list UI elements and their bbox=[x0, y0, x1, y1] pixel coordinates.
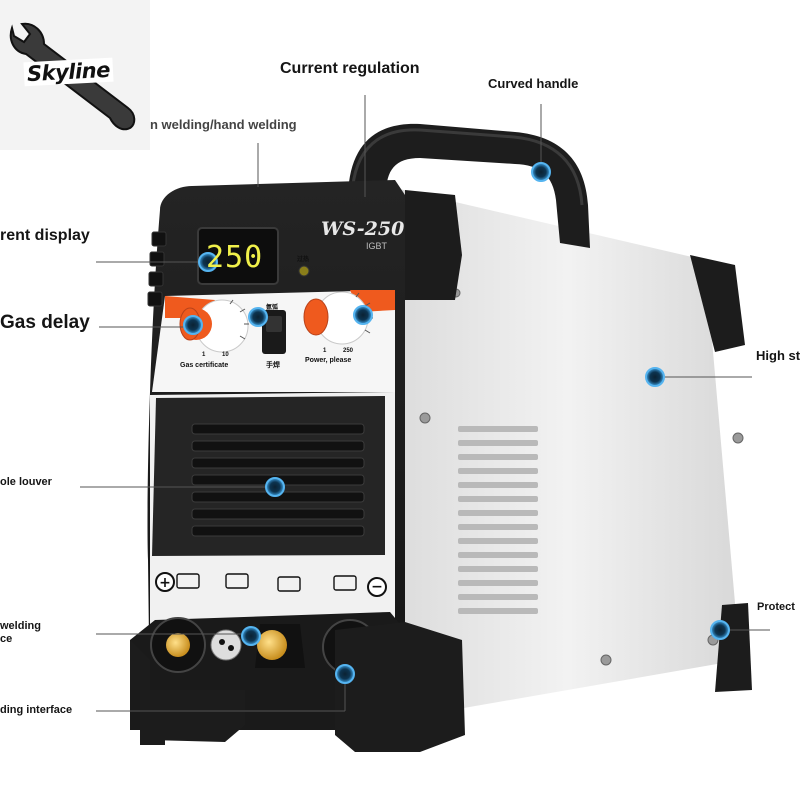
mode-switch-bottom-label: 手焊 bbox=[266, 362, 280, 369]
label-high-strength: High st bbox=[756, 348, 800, 363]
corner-protectors bbox=[130, 190, 752, 752]
label-current-regulation: Current regulation bbox=[280, 60, 420, 77]
right-knob-scale-max: 250 bbox=[343, 348, 354, 354]
right-knob-scale-min: 1 bbox=[323, 348, 327, 354]
connector-icon-row: + − bbox=[155, 572, 387, 597]
curved-handle bbox=[348, 123, 590, 248]
left-knob-scale-min: 1 bbox=[202, 352, 206, 358]
model-label: WS-250 bbox=[321, 218, 405, 240]
svg-text:+: + bbox=[159, 575, 171, 591]
side-panel bbox=[395, 188, 744, 720]
overheat-led-label: 过热 bbox=[297, 257, 310, 263]
dot-gas-delay bbox=[183, 315, 203, 335]
brand-name: Skyline bbox=[23, 57, 114, 87]
left-knob-label: Gas certificate bbox=[180, 362, 229, 369]
dot-current-display bbox=[198, 252, 218, 272]
dot-protect bbox=[710, 620, 730, 640]
label-gas-delay: Gas delay bbox=[0, 312, 90, 333]
left-knob-scale-max: 10 bbox=[222, 352, 229, 358]
dot-high-strength bbox=[645, 367, 665, 387]
label-curved-handle: Curved handle bbox=[488, 76, 579, 91]
dot-current-regulation bbox=[353, 305, 373, 325]
label-welding-interface: welding ce bbox=[0, 620, 41, 645]
label-louver: ole louver bbox=[0, 476, 52, 488]
skyline-logo: Skyline bbox=[0, 0, 150, 150]
dot-mode-switch bbox=[248, 307, 268, 327]
label-protect: Protect bbox=[757, 601, 795, 613]
igbt-label: IGBT bbox=[366, 241, 388, 251]
dot-louver bbox=[265, 477, 285, 497]
current-display-readout: 250 bbox=[206, 240, 264, 275]
svg-text:−: − bbox=[371, 579, 383, 595]
dot-bottom-interface bbox=[335, 664, 355, 684]
callout-leader-lines bbox=[80, 95, 770, 712]
dot-welding-interface bbox=[241, 626, 261, 646]
label-current-display: rent display bbox=[0, 227, 90, 244]
mode-switch-top-label: 氩弧 bbox=[266, 305, 279, 311]
label-bottom-interface: ding interface bbox=[0, 704, 73, 716]
label-mode-switch: n welding/hand welding bbox=[150, 117, 297, 132]
control-panel bbox=[152, 227, 395, 392]
right-knob-label: Power, please bbox=[305, 357, 352, 364]
dot-curved-handle bbox=[531, 162, 551, 182]
callout-dots bbox=[183, 162, 730, 684]
